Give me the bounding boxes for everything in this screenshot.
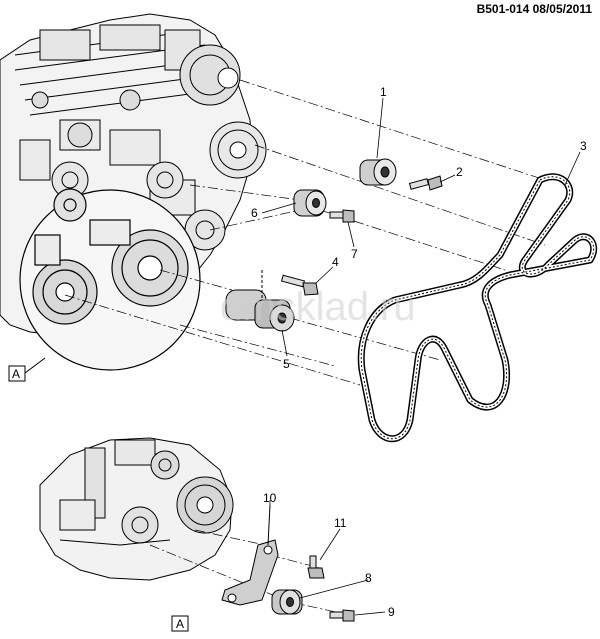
view-marker-a-upper: A bbox=[8, 357, 46, 382]
idler-pulley-icon bbox=[359, 158, 397, 186]
callout-9: 9 bbox=[388, 605, 395, 619]
bracket-icon bbox=[221, 504, 279, 606]
callout-4: 4 bbox=[332, 255, 339, 269]
serpentine-belt-icon bbox=[357, 173, 598, 443]
watermark: dmsklad.ru bbox=[220, 285, 416, 329]
callout-2: 2 bbox=[456, 165, 463, 179]
view-marker-a-label: A bbox=[176, 617, 184, 631]
bolt-icon bbox=[329, 609, 355, 622]
bolt-icon bbox=[329, 209, 355, 223]
bolt-icon bbox=[408, 175, 443, 191]
bolt-icon bbox=[307, 555, 325, 579]
callout-leaders bbox=[261, 97, 581, 616]
engine-lower-icon bbox=[39, 437, 234, 581]
callout-3: 3 bbox=[580, 139, 587, 153]
callout-6: 6 bbox=[251, 206, 258, 220]
tensioner-icon bbox=[225, 270, 295, 332]
bolt-icon bbox=[280, 274, 319, 296]
callout-11: 11 bbox=[334, 516, 347, 530]
callout-10: 10 bbox=[263, 491, 277, 505]
detail-circle bbox=[19, 188, 201, 371]
callout-8: 8 bbox=[365, 571, 372, 585]
view-marker-a-lower: A bbox=[171, 615, 189, 632]
reference-code: B501-014 08/05/2011 bbox=[476, 2, 592, 16]
view-marker-a-label: A bbox=[12, 367, 20, 381]
callout-5: 5 bbox=[283, 357, 290, 371]
callout-1: 1 bbox=[380, 85, 387, 99]
pulley-icon bbox=[293, 189, 327, 217]
callout-7: 7 bbox=[351, 247, 358, 261]
pulley-icon bbox=[271, 589, 303, 615]
